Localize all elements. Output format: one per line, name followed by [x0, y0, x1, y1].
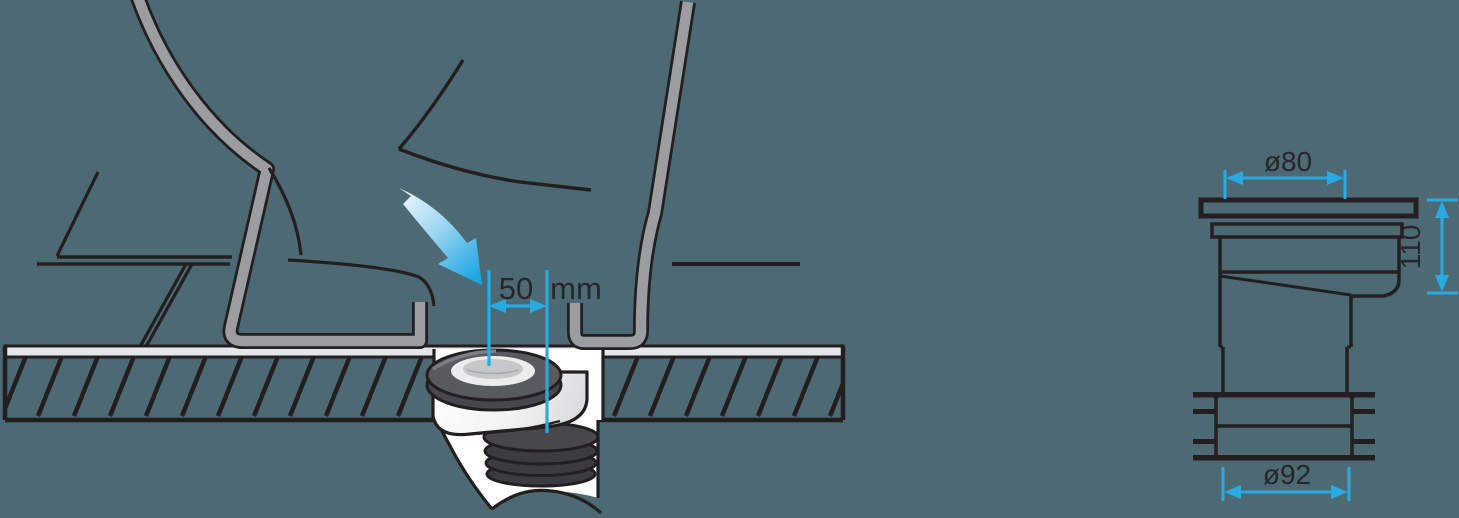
connector-gasket [425, 348, 563, 412]
top-diameter-label: ø80 [1264, 146, 1312, 177]
toilet-contours [37, 59, 800, 346]
insertion-arrow-icon [399, 188, 482, 285]
dimension-height: 110 [1395, 198, 1458, 295]
dimension-top-diameter: ø80 [1223, 146, 1347, 199]
dimension-arrowhead-left [489, 299, 506, 313]
toilet-cross-section [37, 0, 800, 350]
dimension-bottom-diameter: ø92 [1221, 459, 1351, 501]
drawing-flange [1198, 197, 1419, 219]
dimension-arrowhead-right [530, 299, 547, 313]
pipe-torn-edge [491, 488, 603, 515]
drawing-seal-ribs [1193, 392, 1375, 461]
height-label: 110 [1395, 225, 1426, 270]
drawing-body [1218, 237, 1401, 392]
floor-slab [2, 344, 846, 423]
offset-dimension: 50 mm [487, 270, 602, 433]
floor-hatch-right [603, 357, 843, 420]
connector-seal-ribs [482, 421, 600, 488]
floor-hatch-left [5, 357, 434, 420]
drawing-collar [1210, 222, 1404, 239]
bottom-diameter-label: ø92 [1263, 459, 1311, 490]
offset-connector [425, 348, 600, 488]
connector-dimension-drawing: ø80 110 ø92 [1193, 146, 1458, 501]
ceramic-wall-left [130, 0, 428, 349]
offset-value-label: 50 [499, 271, 533, 306]
ceramic-wall-right [567, 0, 696, 350]
offset-unit-label: mm [550, 271, 602, 306]
